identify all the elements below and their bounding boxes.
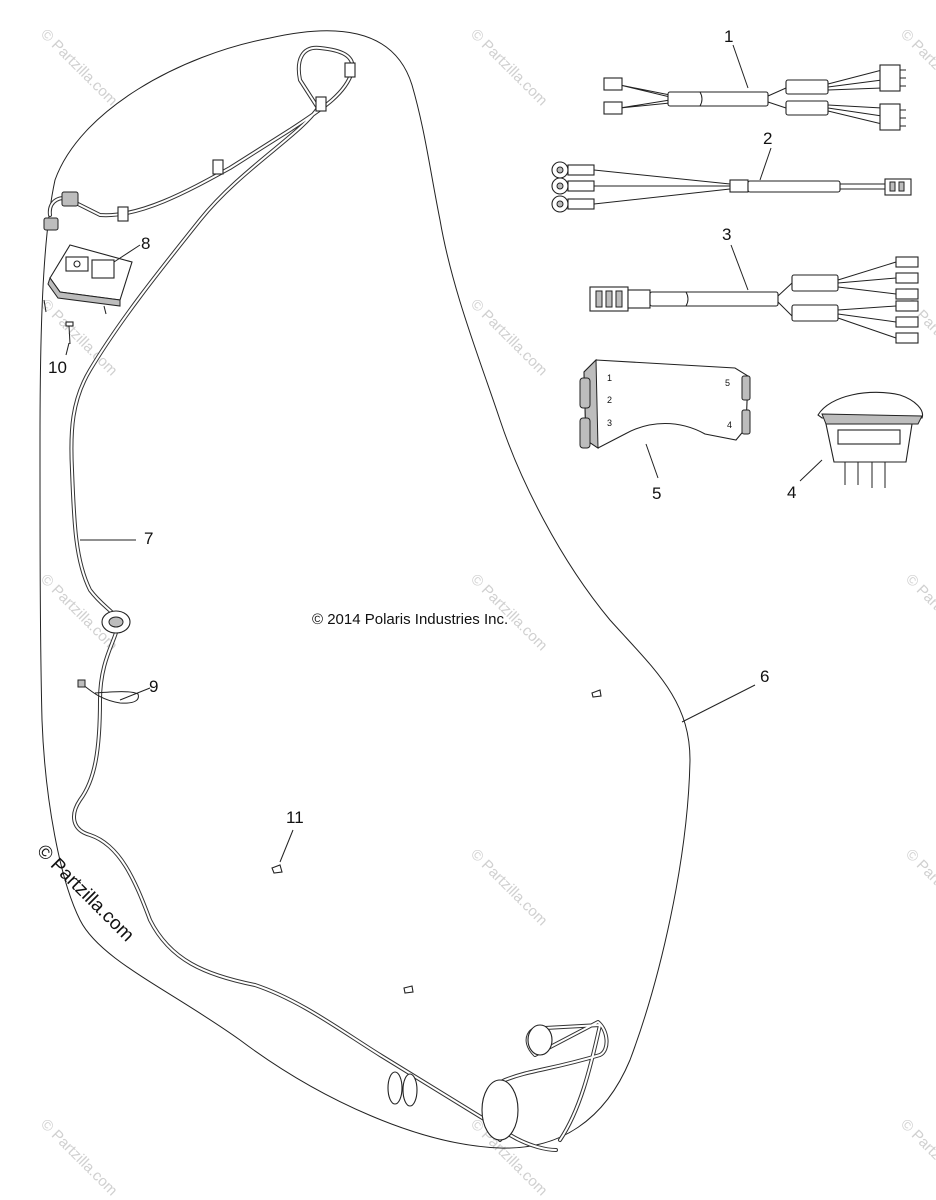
- callout-labels: 1 2 3 4 5 6 7 8 9 10 11: [48, 27, 796, 827]
- harness-3: [589, 256, 919, 344]
- callout-9: 9: [149, 677, 158, 696]
- pin-label: 3: [607, 418, 612, 428]
- partzilla-watermark: © Partzilla.com: [32, 841, 137, 946]
- pin-label: 1: [607, 373, 612, 383]
- pin-label: 5: [725, 378, 730, 388]
- watermark: © Partzilla.com: [902, 846, 936, 929]
- harness-1: [603, 64, 906, 131]
- pin-label: 2: [607, 395, 612, 405]
- watermark: © Partzilla.com: [467, 26, 550, 109]
- copyright-text: © 2014 Polaris Industries Inc.: [312, 611, 508, 628]
- screw-10: [65, 321, 74, 345]
- callout-3: 3: [722, 225, 731, 244]
- watermark: © Partzilla.com: [897, 26, 936, 109]
- callout-2: 2: [763, 129, 772, 148]
- watermark: © Partzilla.com: [37, 26, 120, 109]
- callout-10: 10: [48, 358, 67, 377]
- switch-4: [817, 391, 924, 488]
- clip-11: [271, 864, 283, 874]
- callout-8: 8: [141, 234, 150, 253]
- watermark: © Partzilla.com: [902, 571, 936, 654]
- module-8: [43, 244, 133, 315]
- watermark: © Partzilla.com: [897, 1116, 936, 1199]
- leader-lines: [65, 44, 823, 863]
- clip: [403, 985, 414, 994]
- callout-7: 7: [144, 529, 153, 548]
- watermark: © Partzilla.com: [467, 846, 550, 929]
- clip: [591, 689, 602, 698]
- callout-11: 11: [286, 808, 304, 827]
- callout-4: 4: [787, 483, 796, 502]
- watermark: © Partzilla.com: [37, 1116, 120, 1199]
- harness-2: [551, 161, 912, 213]
- callout-6: 6: [760, 667, 769, 686]
- watermark: © Partzilla.com: [467, 296, 550, 379]
- callout-5: 5: [652, 484, 661, 503]
- harness-outline: [39, 30, 691, 1149]
- module-5: 1 2 3 5 4: [579, 358, 751, 449]
- main-harness: [43, 45, 609, 1152]
- callout-1: 1: [724, 27, 733, 46]
- tie-strap-head: [77, 679, 86, 688]
- pin-label: 4: [727, 420, 732, 430]
- tie-strap-9: [81, 683, 139, 704]
